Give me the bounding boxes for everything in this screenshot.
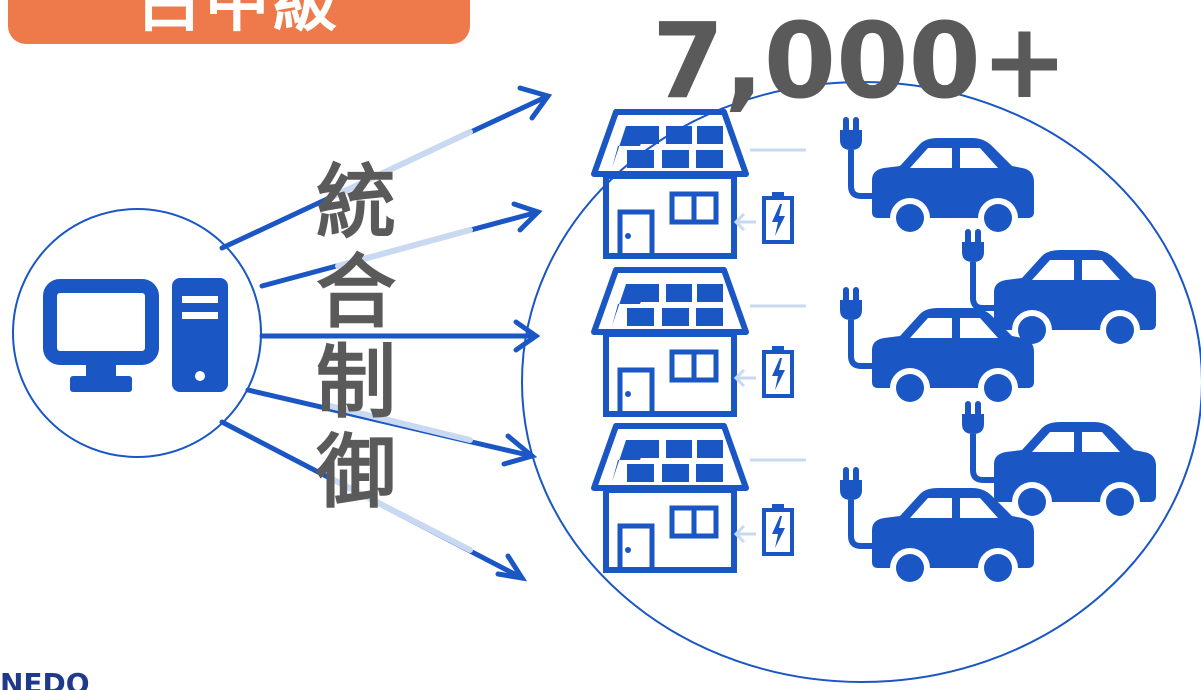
control-char: 御 — [316, 426, 396, 519]
logo: NEDO — [0, 670, 90, 690]
desktop-computer-icon — [43, 278, 228, 392]
control-char: 制 — [316, 336, 396, 429]
control-arrows — [219, 85, 553, 582]
controller-circle — [12, 208, 262, 458]
title-badge: 白中級 — [8, 0, 470, 44]
title-badge-text: 白中級 — [137, 0, 341, 41]
control-char: 統 — [316, 156, 396, 249]
integrated-control-label: 統 合 制 御 — [306, 158, 406, 518]
control-char: 合 — [316, 246, 396, 339]
title-badge-background — [8, 0, 470, 44]
device-count: 7,000+ — [651, 0, 1069, 122]
